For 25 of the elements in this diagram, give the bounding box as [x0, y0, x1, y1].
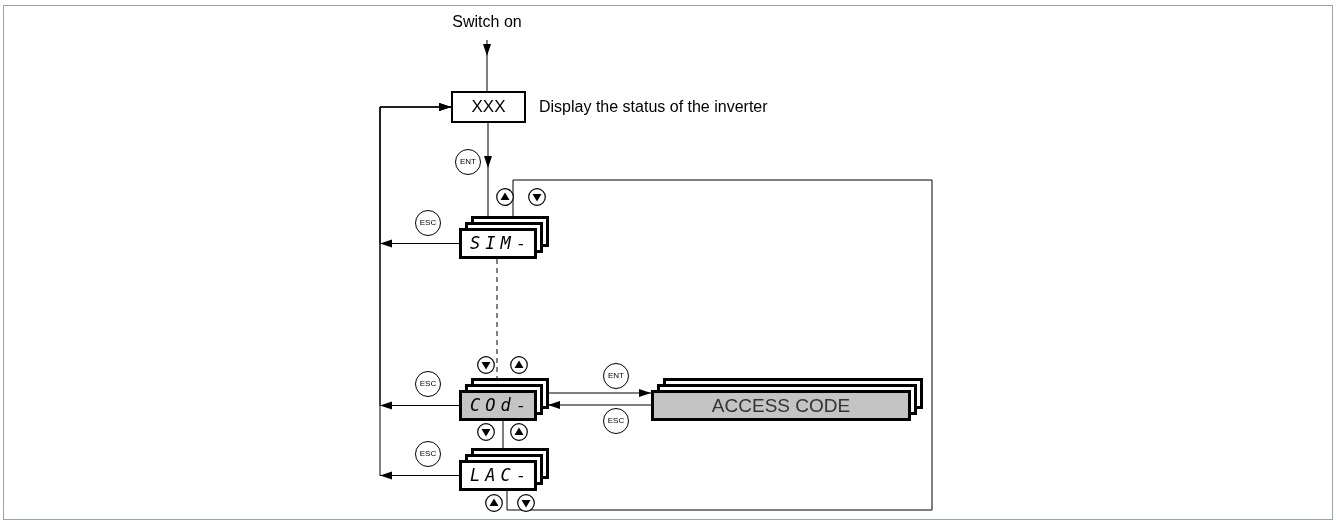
connector-line	[502, 420, 504, 449]
arrow	[483, 39, 491, 92]
edge-label: ESC	[415, 371, 441, 397]
stacked-display	[459, 448, 549, 491]
segment-display-text: LAC-	[468, 467, 532, 484]
display-box: XXX	[451, 91, 526, 123]
connector-line	[506, 179, 933, 511]
arrow	[379, 103, 460, 480]
status-note: Display the status of the inverter	[539, 97, 768, 117]
edge-label: ESC	[603, 408, 629, 434]
stacked-display	[459, 216, 549, 259]
arrow	[547, 389, 652, 397]
start-label: Switch on	[437, 10, 537, 34]
edge-label: ESC	[415, 441, 441, 467]
arrow	[547, 401, 652, 409]
segment-display-text: COd-	[468, 397, 532, 414]
stacked-display	[459, 378, 549, 421]
segment-display-text: SIM-	[468, 235, 532, 252]
edge-label: ENT	[603, 363, 629, 389]
display-text: ACCESS CODE	[711, 396, 851, 415]
edge-label: ESC	[415, 210, 441, 236]
stacked-display	[651, 378, 923, 421]
dashed-line	[496, 258, 498, 379]
edge-label: ENT	[455, 149, 481, 175]
arrow	[484, 122, 492, 217]
